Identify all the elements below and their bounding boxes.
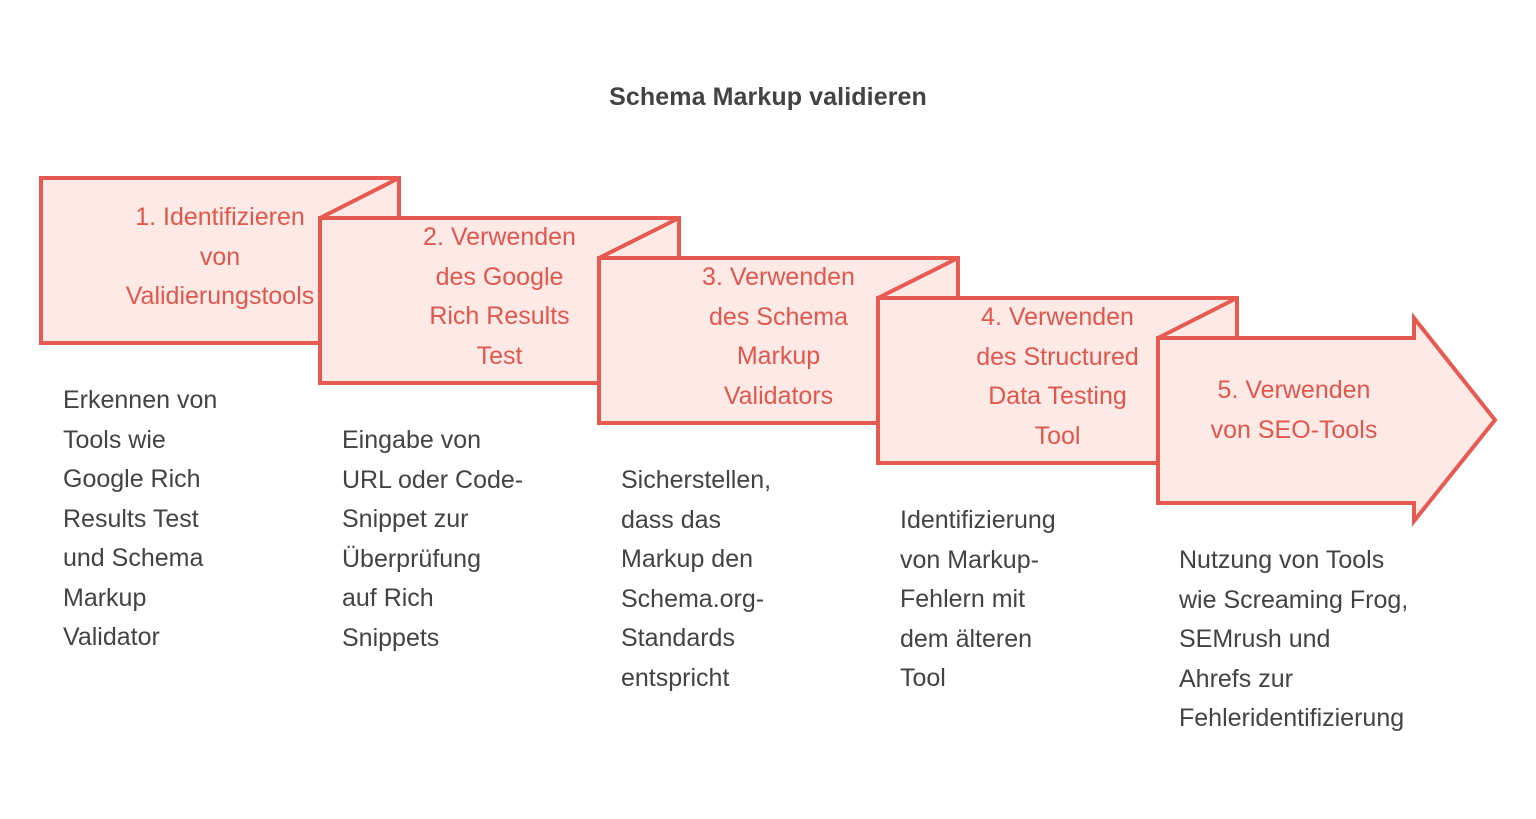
step-shape-4 xyxy=(878,298,1237,463)
fold-line-1 xyxy=(319,176,400,220)
fold-line-3 xyxy=(877,256,959,300)
step-shape-5 xyxy=(1158,318,1495,521)
fold-line-2 xyxy=(598,216,680,260)
step-description-3: Sicherstellen, dass das Markup den Schem… xyxy=(621,466,772,692)
step-shape-2 xyxy=(320,218,679,383)
step-shape-3 xyxy=(599,258,958,423)
step-label-1: 1. Identifizieren von Validierungstools xyxy=(125,203,315,310)
step-description-1: Erkennen von Tools wie Google Rich Resul… xyxy=(63,386,218,651)
step-label-3: 3. Verwenden des Schema Markup Validator… xyxy=(702,263,855,410)
fold-line-4 xyxy=(1157,296,1238,340)
step-label-2: 2. Verwenden des Google Rich Results Tes… xyxy=(423,223,576,370)
step-description-2: Eingabe von URL oder Code- Snippet zur Ü… xyxy=(342,426,524,652)
step-description-4: Identifizierung von Markup- Fehlern mit … xyxy=(900,506,1056,692)
step-label-4: 4. Verwenden des Structured Data Testing… xyxy=(976,303,1139,450)
step-description-5: Nutzung von Tools wie Screaming Frog, SE… xyxy=(1179,546,1409,732)
step-label-5: 5. Verwenden von SEO-Tools xyxy=(1210,376,1378,444)
step-shape-1 xyxy=(41,178,399,343)
page-title: Schema Markup validieren xyxy=(609,83,927,111)
